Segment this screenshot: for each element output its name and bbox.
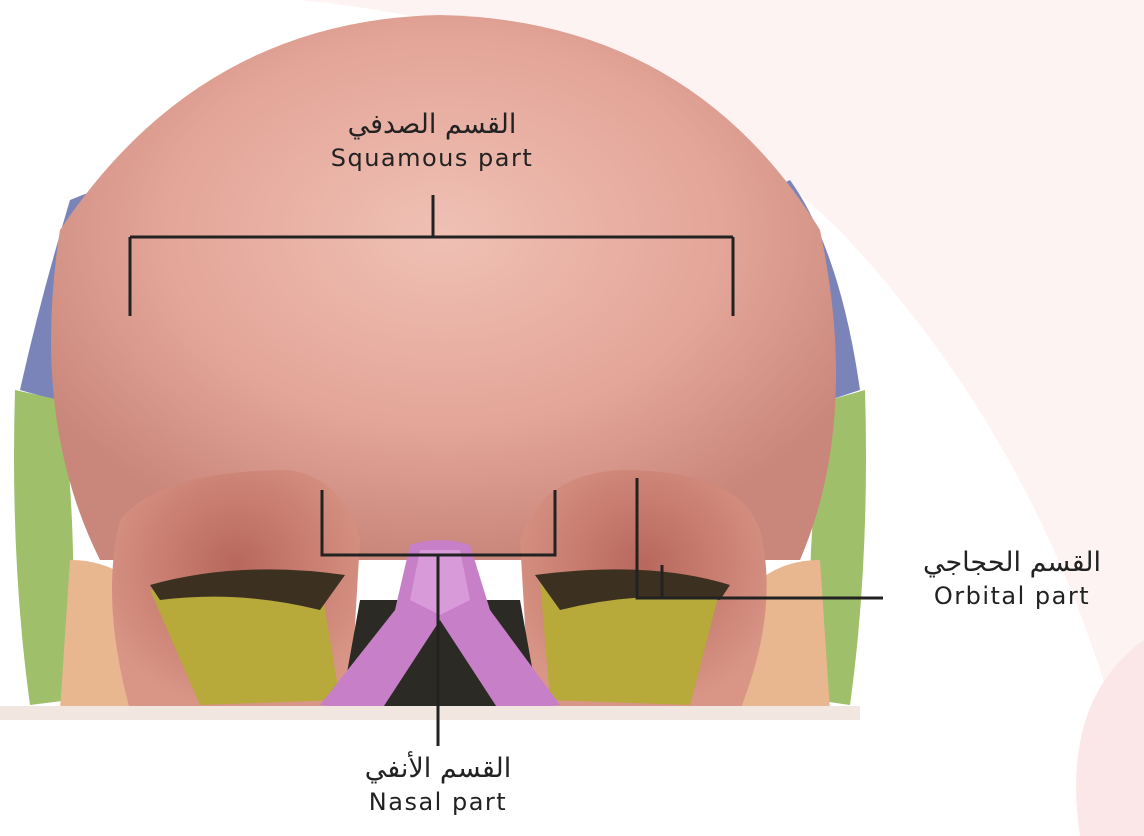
orbital-part-arabic: القسم الحجاجي	[880, 546, 1144, 580]
skull-base	[0, 706, 860, 720]
orbital-part-english: Orbital part	[880, 580, 1144, 612]
squamous-part-english: Squamous part	[282, 142, 582, 174]
nasal-part-english: Nasal part	[288, 786, 588, 818]
orbital-part-label: القسم الحجاجي Orbital part	[880, 546, 1144, 612]
squamous-part-label: القسم الصدفي Squamous part	[282, 108, 582, 174]
squamous-part-arabic: القسم الصدفي	[282, 108, 582, 142]
nasal-part-arabic: القسم الأنفي	[288, 752, 588, 786]
nasal-part-label: القسم الأنفي Nasal part	[288, 752, 588, 818]
